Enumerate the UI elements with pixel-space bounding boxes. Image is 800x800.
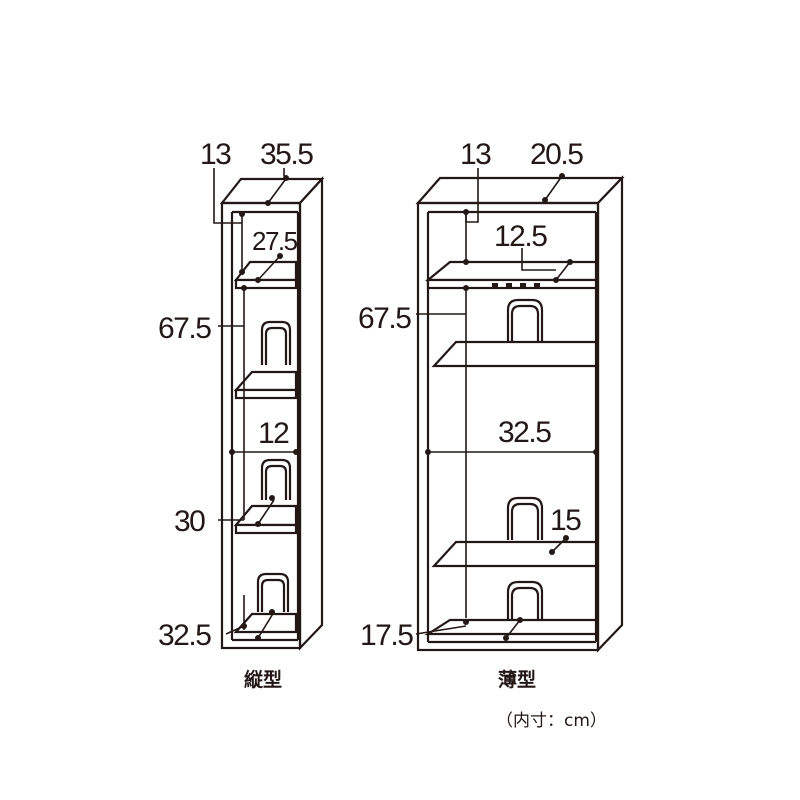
thin-cabinet [415,168,625,653]
thin-shelf-bottom [424,618,598,636]
tall-bookend-2 [260,458,292,500]
unit-note: （内寸：cm） [496,711,607,731]
thin-dim-20-5: 20.5 [530,138,583,171]
thin-top-panel [415,176,625,205]
thin-side-panel [596,175,624,653]
thin-bookend-2 [506,496,544,540]
thin-dim-15: 15 [550,504,581,537]
thin-front-frame [416,201,600,652]
tall-shelf-2 [233,370,298,392]
tall-dim-27-5: 27.5 [252,226,298,256]
tall-dim-13: 13 [200,138,231,171]
thin-dim-13: 13 [460,138,491,171]
thin-bookend-3 [506,580,544,620]
tall-dim-30: 30 [174,505,205,538]
tall-dim-32-5: 32.5 [158,619,211,652]
tall-side-panel [298,176,324,651]
thin-dim-17-5: 17.5 [360,619,413,652]
tall-front-frame [220,201,302,650]
tall-cabinet [213,168,325,651]
tall-caption: 縦型 [244,668,282,691]
tall-shelf-bottom [233,612,298,634]
tall-bookend-3 [256,572,290,612]
tall-dim-12: 12 [258,417,289,450]
tall-dim-67-5: 67.5 [158,312,211,345]
thin-dim-12-5: 12.5 [494,220,547,253]
thin-shelf-2 [431,340,598,368]
tall-bookend-1 [260,320,292,365]
tall-dim-35-5: 35.5 [260,138,313,171]
thin-shelf-3 [431,540,598,568]
thin-bookend-1 [506,298,544,345]
tall-shelf-3 [233,504,298,527]
thin-caption: 薄型 [498,668,536,691]
thin-dim-32-5: 32.5 [498,416,551,449]
thin-dim-67-5: 67.5 [358,302,411,335]
